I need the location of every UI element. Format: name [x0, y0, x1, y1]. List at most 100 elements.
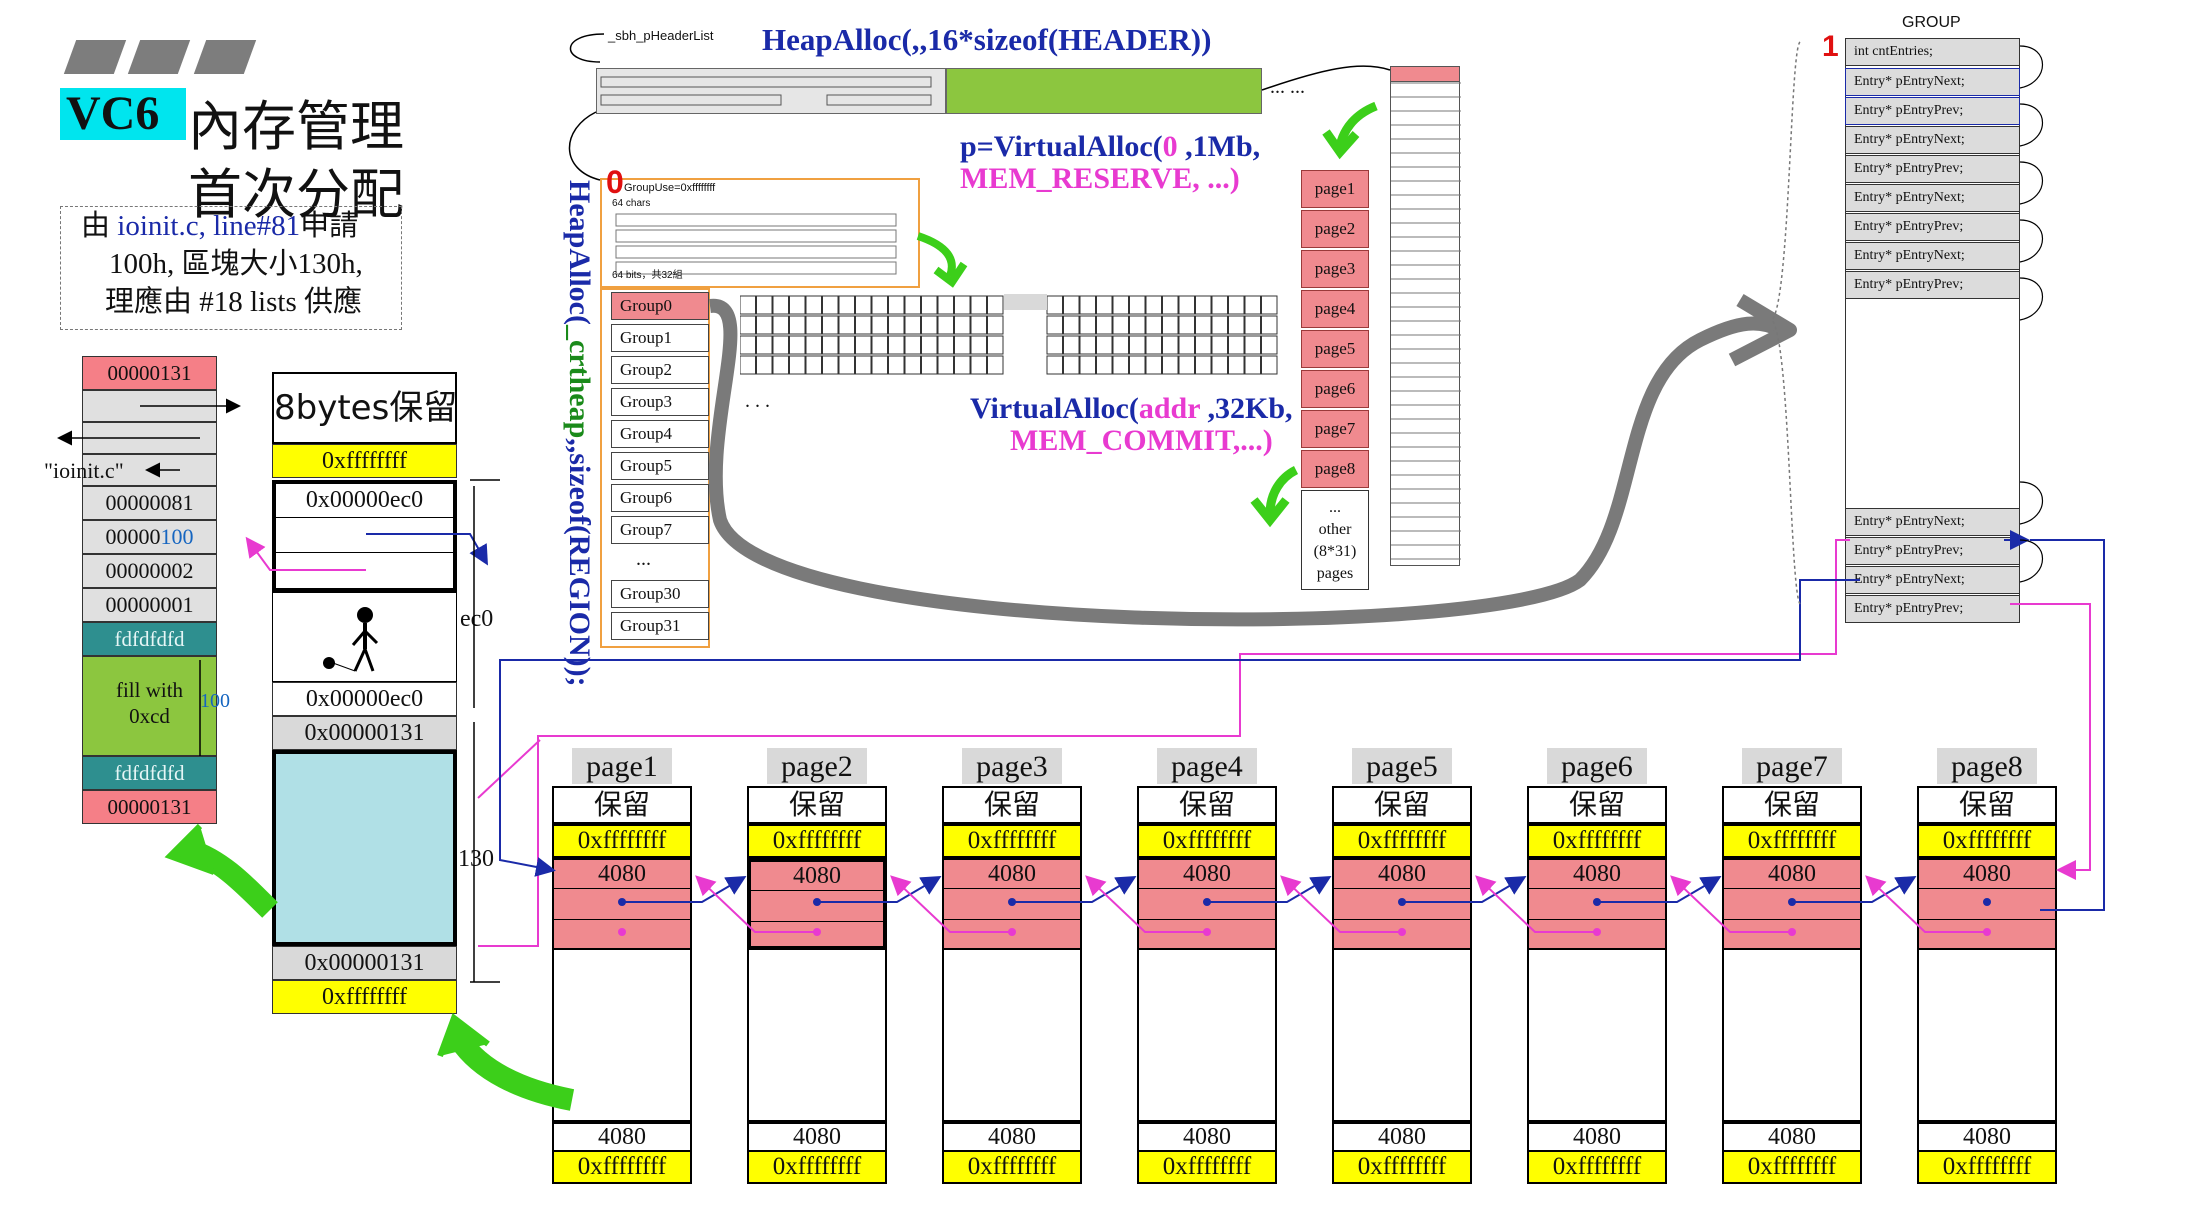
bit-cell	[772, 315, 789, 335]
green-arrow-region-head	[933, 261, 968, 288]
prev-pointer-dot	[1788, 928, 1796, 936]
bit-cell	[937, 295, 954, 315]
bit-cell	[904, 335, 921, 355]
bottom-page-ff-top: 0xffffffff	[1722, 824, 1862, 858]
bit-cell	[921, 355, 938, 375]
pink-wire-to-group	[478, 539, 1850, 947]
next-link	[1597, 875, 1722, 903]
mid-131-bottom: 0x00000131	[272, 946, 457, 980]
mid-ec0-top: 0x00000ec0	[276, 484, 453, 518]
bit-cell	[1162, 355, 1179, 375]
bit-cell	[1261, 355, 1278, 375]
group-entry-2: Entry* pEntryNext;	[1845, 126, 2020, 154]
bit-cell	[970, 315, 987, 335]
region-group-3: Group3	[611, 388, 709, 416]
page-cell-8: page8	[1301, 450, 1369, 488]
region-group-end-0: Group30	[611, 580, 709, 608]
virtualalloc-reserve-call: p=VirtualAlloc(0 ,1Mb,	[960, 130, 1260, 164]
bit-cell	[838, 295, 855, 315]
mid-divider	[276, 552, 453, 553]
har-c: ,,sizeof(REGION));	[563, 438, 596, 687]
page-cell-3: page3	[1301, 250, 1369, 288]
header-list-strip	[596, 68, 946, 114]
bit-cell	[1063, 355, 1080, 375]
prev-pointer-dot	[1593, 928, 1601, 936]
group-self-loop	[2019, 539, 2044, 583]
bit-cell	[822, 335, 839, 355]
bit-cell	[855, 355, 872, 375]
region-group-4: Group4	[611, 420, 709, 448]
bit-cell	[1211, 335, 1228, 355]
region-group-6: Group6	[611, 484, 709, 512]
bit-cell	[987, 335, 1004, 355]
bit-cell	[1162, 295, 1179, 315]
bottom-page-body	[1917, 950, 2057, 1122]
bit-cell	[937, 315, 954, 335]
region-group-end-1: Group31	[611, 612, 709, 640]
group-entry-bottom-1: Entry* pEntryPrev;	[1845, 537, 2020, 565]
bottom-page-size-top: 4080	[554, 860, 690, 889]
note-box: 由 ioinit.c, line#81申請 100h, 區塊大小130h, 理應…	[60, 206, 402, 330]
heapalloc-region-call: HeapAlloc(_crtheap,,sizeof(REGION));	[556, 180, 596, 740]
bit-cell	[739, 315, 756, 335]
bit-cell	[1063, 335, 1080, 355]
bit-cell	[1129, 335, 1146, 355]
bit-cell	[756, 295, 773, 315]
bit-cell	[1063, 315, 1080, 335]
region-bits: 64 bits，共32組	[612, 270, 683, 281]
reserve-strip-top	[1390, 66, 1460, 82]
header-list-loop	[569, 33, 605, 63]
note-line3: 理應由 #18 lists 供應	[105, 286, 362, 318]
pink-wire-stub	[477, 739, 541, 799]
bottom-page-body	[1527, 950, 1667, 1122]
page-cell-1: page1	[1301, 170, 1369, 208]
bit-cell	[1178, 355, 1195, 375]
bit-cell	[987, 295, 1004, 315]
bit-cell	[822, 355, 839, 375]
header-list-ellipsis: ... ...	[1270, 76, 1305, 98]
bottom-page-label: page2	[767, 748, 867, 784]
region-bit-grid	[615, 213, 897, 275]
bottom-page-ff-bottom: 0xffffffff	[1722, 1150, 1862, 1184]
other-pages: pages	[1316, 565, 1354, 582]
bit-cell	[1112, 295, 1129, 315]
bottom-page-ff-top: 0xffffffff	[1332, 824, 1472, 858]
bit-cell	[756, 335, 773, 355]
bottom-page-body	[552, 950, 692, 1122]
bit-cell	[954, 295, 971, 315]
mid-130-side: 130	[458, 846, 494, 872]
bottom-page-ff-top: 0xffffffff	[1917, 824, 2057, 858]
page-cell-4: page4	[1301, 290, 1369, 328]
bottom-page-reserved: 保留	[1722, 786, 1862, 824]
big-grey-arrow-head	[1728, 293, 1797, 367]
group-entry-bottom-2: Entry* pEntryNext;	[1845, 566, 2020, 594]
bit-cell	[921, 295, 938, 315]
big-grey-arrow	[708, 298, 1784, 627]
va2-addr: addr	[1138, 392, 1201, 425]
va-p: p=VirtualAlloc(	[960, 130, 1163, 163]
group-entry-0: Entry* pEntryNext;	[1845, 68, 2020, 96]
bottom-page-label: page7	[1742, 748, 1842, 784]
bit-cell	[838, 335, 855, 355]
bit-cell	[1228, 315, 1245, 335]
bit-cell	[1162, 315, 1179, 335]
bit-cell	[756, 315, 773, 335]
region-group-0: Group0	[611, 292, 709, 320]
bit-cell	[1079, 315, 1096, 335]
left-fill-value: 0xcd	[129, 704, 170, 728]
group-cnt: int cntEntries;	[1845, 38, 2020, 66]
bottom-page-size-top: 4080	[1334, 860, 1470, 889]
bit-cell	[1112, 315, 1129, 335]
blue-wire-to-page1	[499, 579, 1860, 877]
bit-cell	[805, 335, 822, 355]
bottom-page-next-slot	[1139, 889, 1275, 920]
bit-cell	[970, 335, 987, 355]
green-arrow-reserve-head	[1322, 129, 1360, 160]
mid-reserved: 8bytes保留	[272, 372, 457, 444]
bottom-page-label: page6	[1547, 748, 1647, 784]
bit-cell	[871, 355, 888, 375]
region-group-5: Group5	[611, 452, 709, 480]
bit-cell	[1145, 355, 1162, 375]
region-group-7: Group7	[611, 516, 709, 544]
